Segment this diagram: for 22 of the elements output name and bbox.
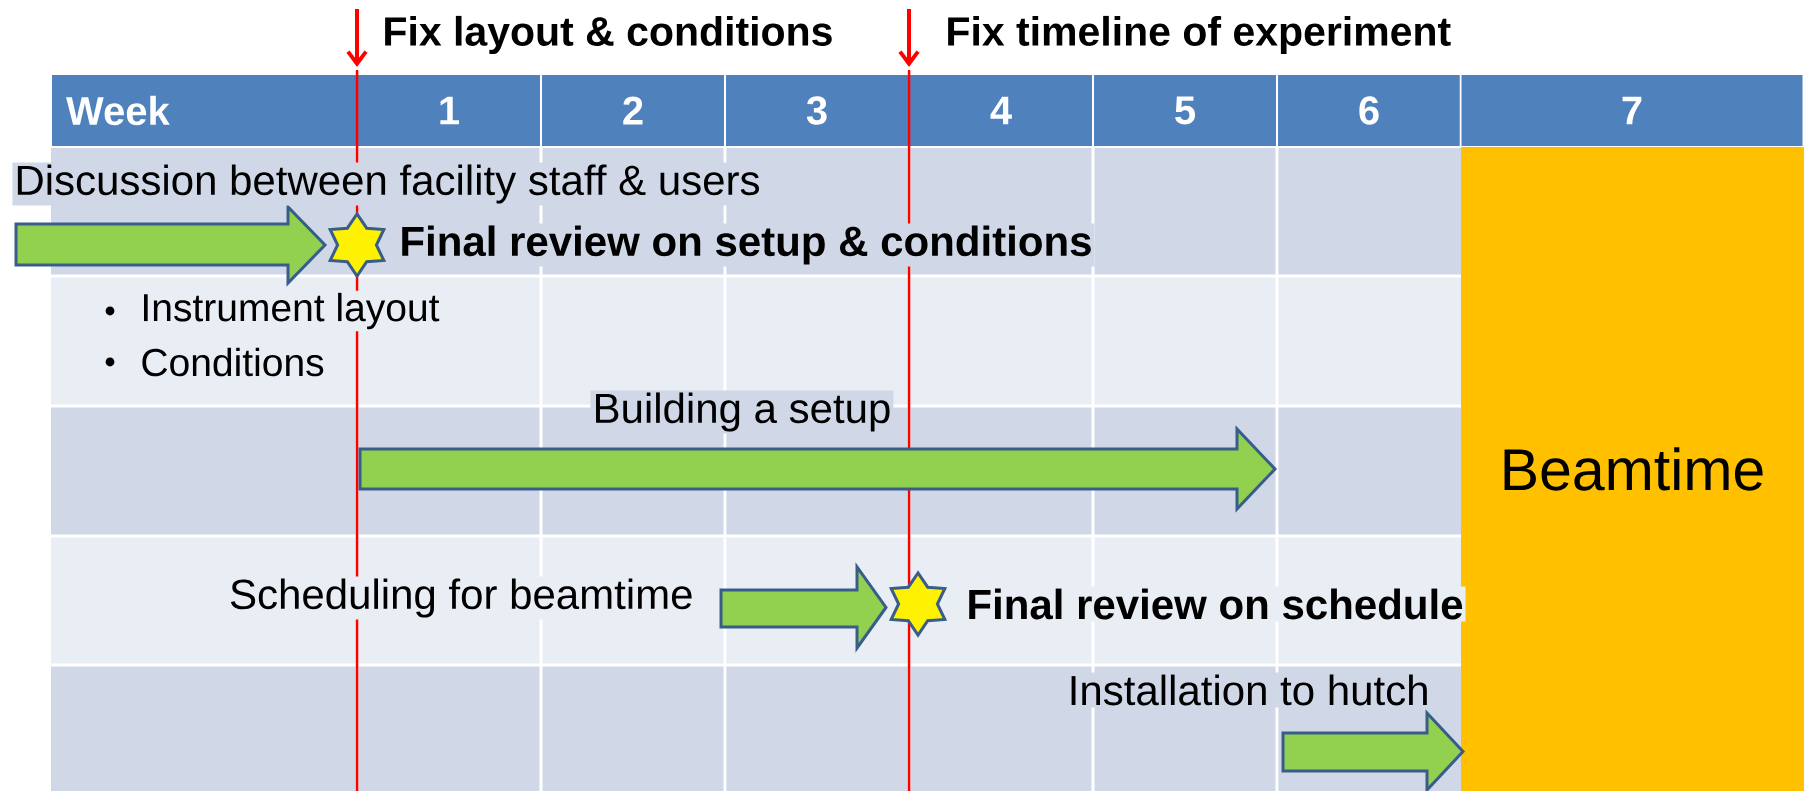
task-label: Discussion between facility staff & users (12, 162, 763, 206)
milestone-label: Final review on schedule (964, 586, 1466, 622)
task-label: Building a setup (590, 390, 894, 434)
header-cell: 6 (1276, 73, 1462, 148)
header-cell: 7 (1459, 73, 1804, 148)
header-cell: 4 (908, 73, 1094, 148)
header-cell: 1 (356, 73, 542, 148)
list-item: Conditions (138, 345, 327, 379)
milestone-label: Final review on setup & conditions (397, 223, 1095, 267)
task-label: Installation to hutch (1065, 672, 1432, 708)
header-cell: 5 (1092, 73, 1278, 148)
task-label: Scheduling for beamtime (227, 576, 696, 620)
task-bar (719, 562, 888, 653)
list-item: Instrument layout (138, 290, 442, 332)
milestone-heading: Fix layout & conditions (385, 15, 832, 55)
header-cell: 3 (724, 73, 910, 148)
header-cell: 2 (540, 73, 726, 148)
milestone-heading: Fix timeline of experiment (948, 15, 1451, 55)
task-bar (1281, 709, 1466, 791)
task-bar (14, 203, 328, 287)
header-cell: Week (50, 73, 358, 148)
beamtime-box: Beamtime (1461, 147, 1804, 791)
